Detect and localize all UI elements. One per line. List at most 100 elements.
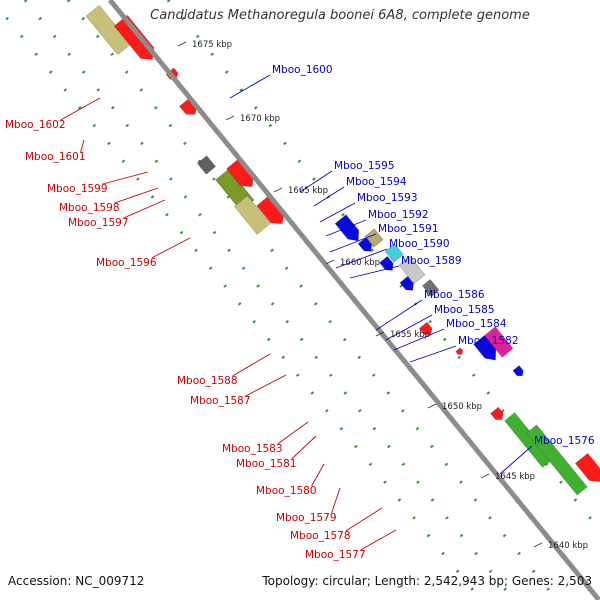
- forward-gene-label[interactable]: Mboo_1587: [190, 395, 251, 407]
- gene-arrow: [490, 406, 504, 420]
- gene-feature: [421, 278, 440, 298]
- leader-line: [360, 529, 397, 551]
- gene-arrow: [357, 236, 373, 252]
- forward-gene-label[interactable]: Mboo_1577: [305, 549, 366, 561]
- gene-feature: [455, 347, 464, 355]
- leader-line: [114, 187, 159, 204]
- forward-gene-label[interactable]: Mboo_1588: [177, 375, 238, 387]
- scale-tick-mark: [177, 41, 187, 47]
- gene-feature: [574, 452, 600, 482]
- leader-line: [245, 374, 287, 397]
- forward-gene-label[interactable]: Mboo_1599: [47, 183, 108, 195]
- scale-tick-label: 1650 kbp: [442, 402, 482, 412]
- accession-label: Accession: NC_009712: [8, 574, 145, 588]
- scale-tick-mark: [427, 403, 437, 409]
- scale-tick-label: 1655 kbp: [390, 330, 430, 340]
- gene-feature: [357, 236, 373, 252]
- gene-block: [384, 243, 404, 263]
- leader-line: [123, 199, 166, 219]
- forward-gene-label[interactable]: Mboo_1597: [68, 217, 129, 229]
- forward-gene-label[interactable]: Mboo_1581: [236, 458, 297, 470]
- reverse-gene-label[interactable]: Mboo_1595: [334, 160, 395, 172]
- leader-line: [313, 186, 345, 207]
- scale-tick-label: 1670 kbp: [240, 114, 280, 124]
- gene-feature: [379, 255, 394, 271]
- gene-labels: Mboo_1602Mboo_1601Mboo_1599Mboo_1598Mboo…: [5, 64, 595, 561]
- leader-line: [325, 219, 367, 237]
- leader-line: [291, 435, 317, 460]
- scale-tick-mark: [225, 115, 235, 121]
- reverse-gene-label[interactable]: Mboo_1594: [346, 176, 407, 188]
- gene-arrow: [455, 347, 464, 355]
- reverse-gene-label[interactable]: Mboo_1584: [446, 318, 507, 330]
- reverse-gene-label[interactable]: Mboo_1586: [424, 289, 485, 301]
- backbone: [108, 0, 600, 602]
- gene-arrow: [113, 14, 155, 60]
- reverse-gene-label[interactable]: Mboo_1590: [389, 238, 450, 250]
- forward-gene-label[interactable]: Mboo_1579: [276, 512, 337, 524]
- gene-block: [85, 4, 132, 56]
- reverse-gene-label[interactable]: Mboo_1600: [272, 64, 333, 76]
- leader-line: [60, 97, 101, 121]
- gene-feature: [196, 155, 216, 175]
- scale-tick-mark: [375, 331, 385, 337]
- scale-tick-mark: [325, 259, 335, 265]
- forward-gene-label[interactable]: Mboo_1598: [59, 202, 120, 214]
- forward-gene-label[interactable]: Mboo_1580: [256, 485, 317, 497]
- genome-backbone-line: [108, 0, 600, 602]
- leader-line: [151, 237, 191, 259]
- reverse-gene-label[interactable]: Mboo_1585: [434, 304, 495, 316]
- scale-tick-label: 1640 kbp: [548, 541, 588, 551]
- gene-feature: [384, 243, 404, 263]
- tick-dot-track: [166, 0, 600, 533]
- scale-tick-mark: [480, 473, 490, 479]
- gene-arrow: [512, 365, 524, 377]
- tick-dot-track: [0, 7, 483, 601]
- gene-arrow: [399, 275, 414, 291]
- gene-feature: [233, 195, 271, 235]
- leader-line: [102, 171, 149, 185]
- gene-block: [526, 424, 588, 496]
- gene-arrow: [473, 335, 497, 361]
- leader-line: [393, 328, 445, 351]
- leader-line: [329, 233, 377, 253]
- reverse-gene-label[interactable]: Mboo_1589: [401, 255, 462, 267]
- leader-line: [229, 74, 271, 99]
- genome-summary: Topology: circular; Length: 2,542,943 bp…: [262, 574, 592, 588]
- reverse-gene-label[interactable]: Mboo_1593: [357, 192, 418, 204]
- gene-block: [421, 278, 440, 298]
- leader-line: [331, 487, 341, 514]
- leader-line: [80, 139, 85, 153]
- leader-line: [349, 265, 400, 279]
- scale-tick-label: 1675 kbp: [192, 40, 232, 50]
- leader-line: [499, 445, 533, 475]
- gene-block: [196, 155, 216, 175]
- forward-gene-label[interactable]: Mboo_1578: [290, 530, 351, 542]
- leader-line: [409, 345, 457, 363]
- leader-line: [277, 421, 309, 445]
- gene-feature: [526, 424, 588, 496]
- scale-tick-mark: [273, 187, 283, 193]
- leader-line: [345, 507, 383, 532]
- forward-gene-label[interactable]: Mboo_1601: [25, 151, 86, 163]
- map-title: Candidatus Methanoregula boonei 6A8, com…: [150, 8, 530, 23]
- gene-feature: [490, 406, 504, 420]
- gene-arrow: [379, 255, 394, 271]
- scale-tick-mark: [533, 542, 543, 548]
- gene-feature: [113, 14, 155, 60]
- forward-gene-label[interactable]: Mboo_1596: [96, 257, 157, 269]
- reverse-gene-label[interactable]: Mboo_1576: [534, 435, 595, 447]
- reverse-gene-label[interactable]: Mboo_1592: [368, 209, 429, 221]
- leader-line: [232, 353, 271, 377]
- reverse-gene-label[interactable]: Mboo_1582: [458, 335, 519, 347]
- gene-block: [398, 255, 426, 285]
- forward-gene-label[interactable]: Mboo_1583: [222, 443, 283, 455]
- leader-line: [375, 299, 423, 331]
- gene-arrow: [418, 321, 433, 335]
- gene-arrow: [574, 452, 600, 482]
- reverse-gene-label[interactable]: Mboo_1591: [378, 223, 439, 235]
- forward-gene-label[interactable]: Mboo_1602: [5, 119, 66, 131]
